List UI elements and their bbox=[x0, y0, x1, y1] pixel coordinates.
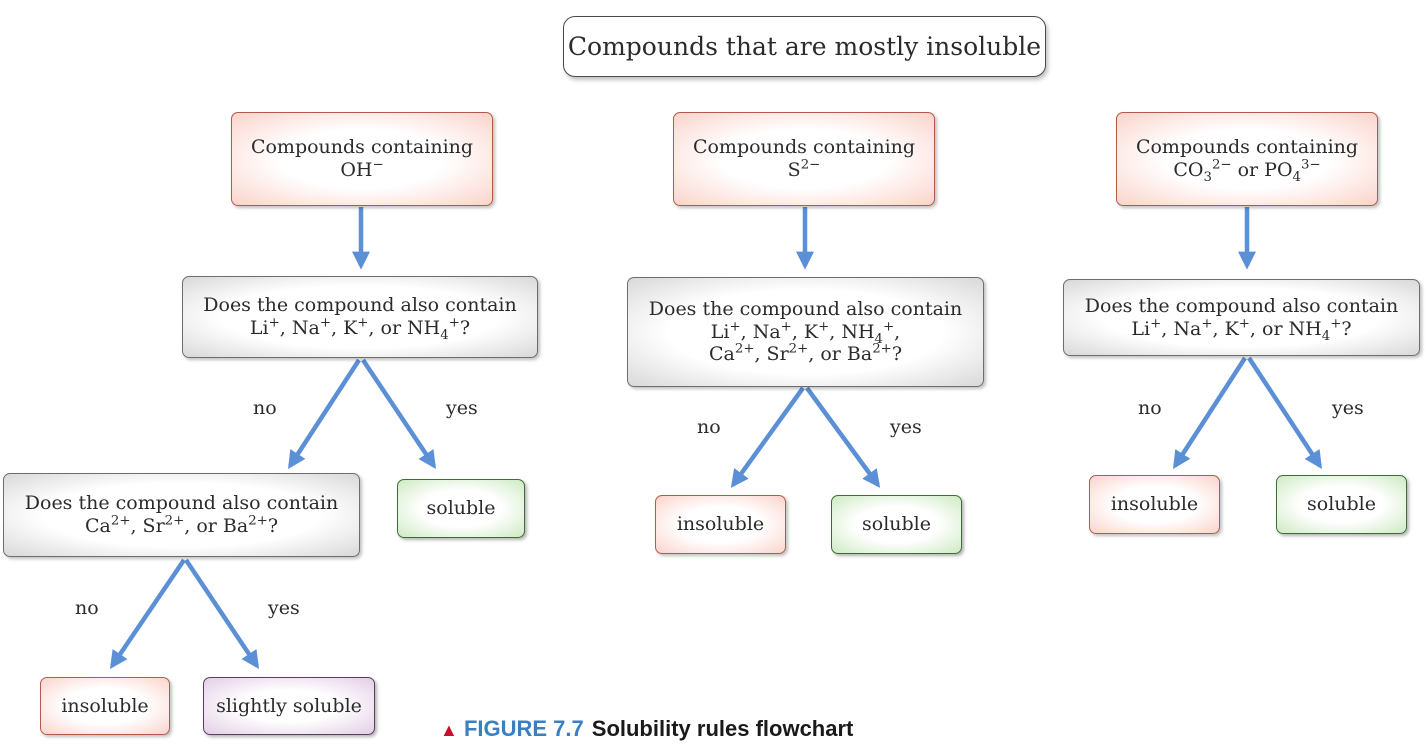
col1-insoluble-text: insoluble bbox=[61, 694, 149, 717]
col1-sub-question-line1: Does the compound also contain bbox=[24, 492, 339, 515]
col3-start-box: Compounds containing CO32− or PO43− bbox=[1116, 112, 1378, 206]
col1-sub-no-label: no bbox=[75, 597, 99, 619]
col2-question-box: Does the compound also contain Li+, Na+,… bbox=[627, 277, 984, 387]
col2-start-line1: Compounds containing bbox=[692, 136, 916, 159]
col1-question-box: Does the compound also contain Li+, Na+,… bbox=[182, 276, 538, 358]
col1-slightly-soluble-text: slightly soluble bbox=[216, 694, 362, 717]
col2-insoluble-text: insoluble bbox=[676, 513, 765, 536]
flowchart-title-text: Compounds that are mostly insoluble bbox=[567, 31, 1042, 61]
col1-sub-question-box: Does the compound also contain Ca2+, Sr2… bbox=[3, 473, 360, 557]
col2-question-line2: Li+, Na+, K+, NH4+, bbox=[710, 319, 901, 347]
col3-start-ions: CO32− or PO43− bbox=[1173, 157, 1321, 185]
flowchart-title: Compounds that are mostly insoluble bbox=[563, 16, 1046, 77]
col1-sub-question-line2: Ca2+, Sr2+, or Ba2+? bbox=[84, 513, 278, 537]
col3-start-line1: Compounds containing bbox=[1135, 136, 1359, 159]
col3-question-line1: Does the compound also contain bbox=[1084, 294, 1399, 317]
col1-ion-charge: − bbox=[372, 157, 384, 173]
col1-soluble-text: soluble bbox=[426, 497, 496, 520]
col2-no-label: no bbox=[697, 416, 721, 438]
col3-insoluble-text: insoluble bbox=[1110, 493, 1199, 516]
col1-ion-base: OH bbox=[340, 159, 373, 181]
col1-soluble-box: soluble bbox=[397, 479, 525, 538]
col1-start-line1: Compounds containing bbox=[250, 136, 474, 159]
arrow-col2-yes bbox=[805, 386, 881, 488]
col1-start-ion: OH− bbox=[340, 159, 383, 182]
col2-ion-base: S bbox=[787, 159, 801, 181]
col1-insoluble-box: insoluble bbox=[40, 677, 170, 735]
col2-ion-charge: 2− bbox=[800, 157, 821, 173]
col2-question-line1: Does the compound also contain bbox=[648, 297, 963, 320]
caption-figure-number: FIGURE 7.7 bbox=[463, 716, 584, 741]
arrow-col2-no bbox=[730, 386, 805, 488]
col1-slightly-soluble-box: slightly soluble bbox=[203, 677, 375, 735]
col1-question-line1: Does the compound also contain bbox=[203, 294, 517, 317]
col3-insoluble-box: insoluble bbox=[1089, 475, 1220, 534]
col1-start-box: Compounds containing OH− bbox=[231, 112, 493, 206]
col2-soluble-box: soluble bbox=[831, 495, 962, 554]
caption-text: Solubility rules flowchart bbox=[591, 716, 854, 741]
col3-question-box: Does the compound also contain Li+, Na+,… bbox=[1063, 279, 1420, 356]
col3-question-line2: Li+, Na+, K+, or NH4+? bbox=[1131, 316, 1352, 344]
caption-triangle-icon: ▲ bbox=[440, 720, 458, 740]
col2-start-ion: S2− bbox=[788, 159, 821, 182]
col3-soluble-text: soluble bbox=[1307, 493, 1376, 516]
col2-yes-label: yes bbox=[890, 416, 922, 438]
figure-caption: ▲ FIGURE 7.7 Solubility rules flowchart bbox=[440, 716, 853, 742]
col1-sub-yes-label: yes bbox=[268, 597, 300, 619]
col1-question-line2: Li+, Na+, K+, or NH4+? bbox=[249, 315, 471, 343]
col1-yes-label: yes bbox=[446, 397, 478, 419]
arrow-col1-sub-yes bbox=[184, 558, 260, 669]
col3-no-label: no bbox=[1138, 397, 1162, 419]
col3-yes-label: yes bbox=[1332, 397, 1364, 419]
col3-soluble-box: soluble bbox=[1276, 475, 1407, 534]
col2-start-box: Compounds containing S2− bbox=[673, 112, 935, 206]
arrow-col1-yes bbox=[361, 358, 437, 469]
arrow-col1-sub-no bbox=[109, 558, 186, 669]
arrow-col3-no bbox=[1173, 356, 1247, 470]
col2-question-line3: Ca2+, Sr2+, or Ba2+? bbox=[708, 342, 902, 366]
col2-soluble-text: soluble bbox=[862, 513, 931, 536]
arrow-col1-no bbox=[288, 358, 361, 470]
col2-insoluble-box: insoluble bbox=[655, 495, 786, 554]
arrow-col3-yes bbox=[1247, 356, 1322, 470]
col1-no-label: no bbox=[253, 397, 277, 419]
